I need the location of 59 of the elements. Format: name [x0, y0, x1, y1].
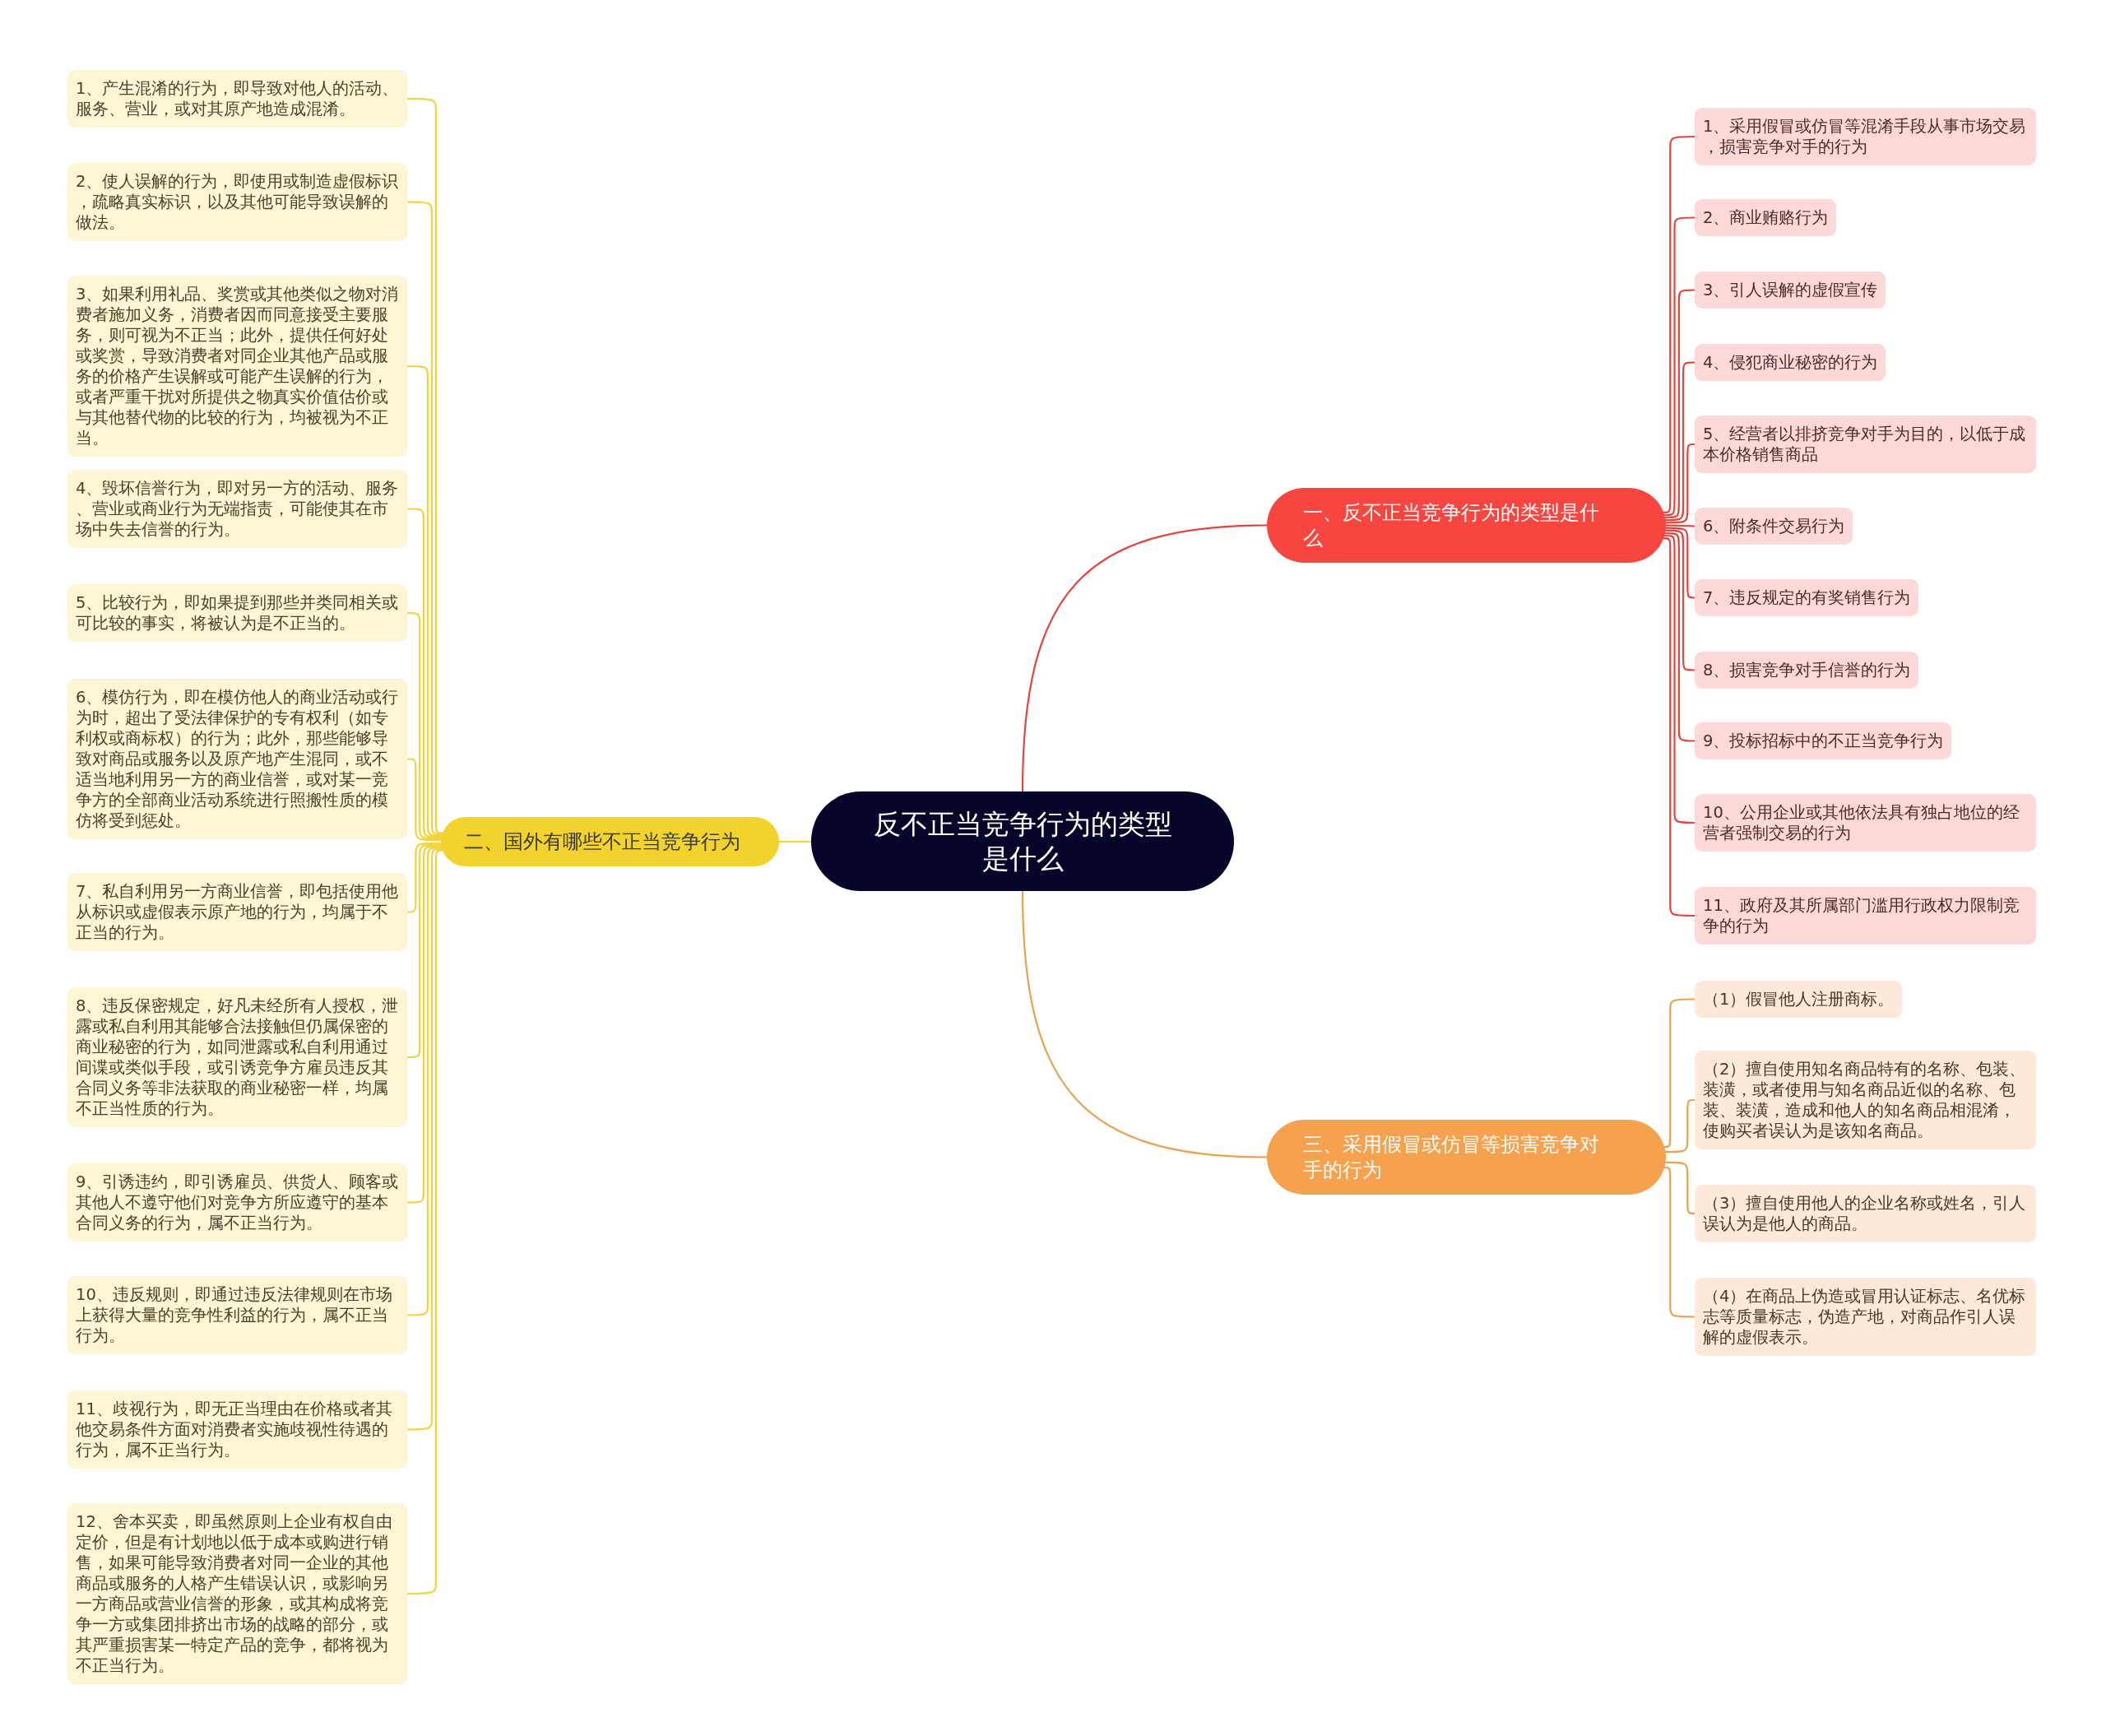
branch-pill: 二、国外有哪些不正当竞争行为	[441, 817, 779, 866]
note-box: （2）擅自使用知名商品特有的名称、包装、装潢，或者使用与知名商品近似的名称、包装、装潢，造成和他人的知名商品相混淆，使购买者误认为是该知名商品。	[1695, 1051, 2036, 1149]
branch-pill: 一、反不正当竞争行为的类型是什么	[1267, 488, 1666, 563]
connector-line	[1664, 361, 1696, 522]
connector-line	[406, 508, 443, 838]
note-box: 2、商业贿赂行为	[1695, 199, 1837, 236]
note-box: 7、违反规定的有奖销售行为	[1695, 579, 1919, 616]
connector-line	[1663, 289, 1696, 519]
note-box: （4）在商品上伪造或冒用认证标志、名优标志等质量标志，伪造产地，对商品作引人误解的虚假表示。	[1695, 1278, 2036, 1356]
connector-line	[1663, 1166, 1696, 1318]
connector-line	[1663, 135, 1696, 513]
note-box: 11、歧视行为，即无正当理由在价格或者其他交易条件方面对消费者实施歧视性待遇的行为，属不正当行为。	[67, 1390, 407, 1469]
connector-line	[1664, 443, 1696, 524]
connector-line	[1663, 998, 1696, 1149]
note-box: 1、产生混淆的行为，即导致对他人的活动、服务、营业，或对其原产地造成混淆。	[67, 70, 407, 128]
connector-line	[1664, 1161, 1696, 1215]
connector-line	[406, 847, 443, 1316]
connector-line	[1663, 216, 1696, 517]
connector-line	[1021, 889, 1269, 1158]
note-box: 11、政府及其所属部门滥用行政权力限制竞争的行为	[1695, 887, 2036, 945]
note-box: 5、经营者以排挤竞争对手为目的，以低于成本价格销售商品	[1695, 415, 2036, 473]
connector-line	[1664, 524, 1696, 527]
note-box: 1、采用假冒或仿冒等混淆手段从事市场交易，损害竞争对手的行为	[1695, 108, 2036, 165]
connector-line	[406, 611, 443, 840]
note-box: 10、违反规则，即通过违反法律规则在市场上获得大量的竞争性利益的行为，属不正当行为。	[67, 1276, 407, 1354]
note-box: 6、附条件交易行为	[1695, 508, 1853, 545]
connector-line	[406, 845, 443, 1204]
topic-pill: 反不正当竞争行为的类型是什么	[811, 791, 1234, 891]
connector-line	[406, 364, 443, 837]
connector-line	[777, 840, 813, 843]
note-box: （3）擅自使用他人的企业名称或姓名，引人误认为是他人的商品。	[1695, 1185, 2036, 1242]
connector-line	[1663, 534, 1696, 824]
connector-line	[1021, 524, 1269, 793]
note-box: 9、投标招标中的不正当竞争行为	[1695, 722, 1952, 759]
note-box: 6、模仿行为，即在模仿他人的商业活动或行为时，超出了受法律保护的专有权利（如专利权或商标权）的行为；此外，那些能够导致对商品或服务以及原产地产生混同，或不适当地利用另一方的商业信誉，或对某一竞争方的全部商业活动系统进行照搬性质的模仿将受到惩处。	[67, 679, 407, 839]
connector-line	[1663, 531, 1696, 742]
connector-line	[1664, 529, 1696, 671]
note-box: 7、私自利用另一方商业信誉，即包括使用他从标识或虚假表示原产地的行为，均属于不正当的行为。	[67, 873, 407, 951]
note-box: 3、如果利用礼品、奖赏或其他类似之物对消费者施加义务，消费者因而同意接受主要服务，则可视为不正当；此外，提供任何好处或奖赏，导致消费者对同企业其他产品或服务的价格产生误解或可能产生误解的行为，或者严重干扰对所提供之物真实价值估价或与其他替代物的比较的行为，均被视为不正当。	[67, 276, 407, 457]
note-box: 9、引诱违约，即引诱雇员、供货人、顾客或其他人不遵守他们对竞争方所应遵守的基本合同义务的行为，属不正当行为。	[67, 1163, 407, 1242]
connector-line	[406, 849, 443, 1595]
note-box: 8、损害竞争对手信誉的行为	[1695, 652, 1919, 689]
note-box: 8、违反保密规定，好凡未经所有人授权，泄露或私自利用其能够合法接触但仍属保密的商业秘密的行为，如同泄露或私自利用通过间谍或类似手段，或引诱竞争方雇员违反其合同义务等非法获取的商业秘密一样，均属不正当性质的行为。	[67, 987, 407, 1127]
connector-line	[406, 758, 443, 842]
note-box: 10、公用企业或其他依法具有独占地位的经营者强制交易的行为	[1695, 794, 2036, 852]
note-box: （1）假冒他人注册商标。	[1695, 981, 1903, 1018]
note-box: 12、舍本买卖，即虽然原则上企业有权自由定价，但是有计划地以低于成本或购进行销售，如果可能导致消费者对同一企业的其他商品或服务的人格产生错误认识，或影响另一方商品或营业信誉的形象，或其构成将竞争一方或集团排挤出市场的战略的部分，或其严重损害某一特定产品的竞争，都将视为不正当行为。	[67, 1503, 407, 1684]
connector-line	[1664, 527, 1696, 599]
connector-line	[1663, 537, 1696, 917]
connector-line	[1664, 1098, 1696, 1153]
note-box: 4、毁坏信誉行为，即对另一方的活动、服务、营业或商业行为无端指责，可能使其在市场中失去信誉的行为。	[67, 470, 407, 548]
connector-line	[406, 843, 443, 1059]
note-box: 4、侵犯商业秘密的行为	[1695, 344, 1886, 381]
branch-pill: 三、采用假冒或仿冒等损害竞争对手的行为	[1267, 1120, 1666, 1195]
connector-line	[406, 847, 443, 1431]
note-box: 2、使人误解的行为，即使用或制造虚假标识，疏略真实标识，以及其他可能导致误解的做法。	[67, 163, 407, 241]
note-box: 5、比较行为，即如果提到那些并类同相关或可比较的事实，将被认为是不正当的。	[67, 584, 407, 642]
note-box: 3、引人误解的虚假宣传	[1695, 272, 1886, 309]
connector-line	[406, 842, 443, 913]
